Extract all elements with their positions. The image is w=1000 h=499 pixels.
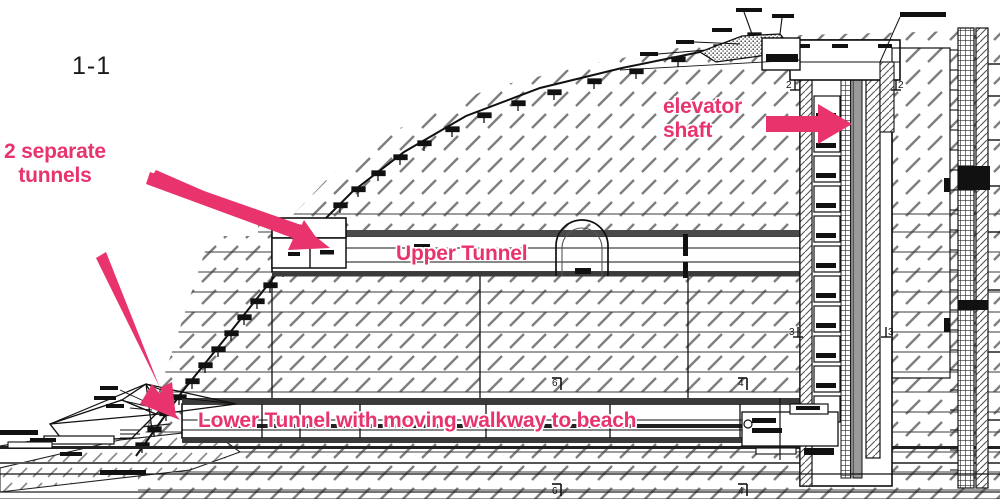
lower-right-plant-rooms: [741, 398, 839, 460]
annotation-lower-tunnel: Lower Tunnel with moving walkway to beac…: [198, 409, 637, 432]
svg-text:6: 6: [552, 378, 558, 389]
svg-text:4: 4: [738, 378, 744, 389]
bottom-slab-band: [0, 470, 1000, 475]
arrow-to-lower-tunnel: [96, 252, 176, 418]
annotation-line-1: elevator: [663, 95, 742, 118]
svg-text:3: 3: [789, 327, 795, 338]
svg-text:4: 4: [738, 486, 744, 497]
top-entry-structure: [619, 8, 946, 71]
svg-text:3: 3: [888, 327, 894, 338]
annotation-two-separate-tunnels: 2 separate tunnels: [4, 140, 106, 187]
svg-text:2: 2: [898, 80, 904, 91]
section-title: 1-1: [72, 52, 112, 80]
annotation-line-2: shaft: [663, 118, 713, 142]
svg-text:2: 2: [786, 80, 792, 91]
section-markers: 2 2 3 3 6 4 6 4: [552, 80, 904, 497]
annotation-line-2: tunnels: [18, 163, 92, 187]
tunnel-arch-section: [555, 219, 609, 276]
beach-pavilion: [0, 383, 237, 456]
annotation-upper-tunnel: Upper Tunnel: [396, 242, 528, 265]
annotation-elevator-shaft: elevator shaft: [663, 95, 742, 142]
svg-text:6: 6: [552, 486, 558, 497]
arrow-to-elevator-shaft: [766, 104, 852, 144]
annotation-line-1: 2 separate: [4, 140, 106, 163]
far-right-detail-column: [950, 27, 1000, 489]
